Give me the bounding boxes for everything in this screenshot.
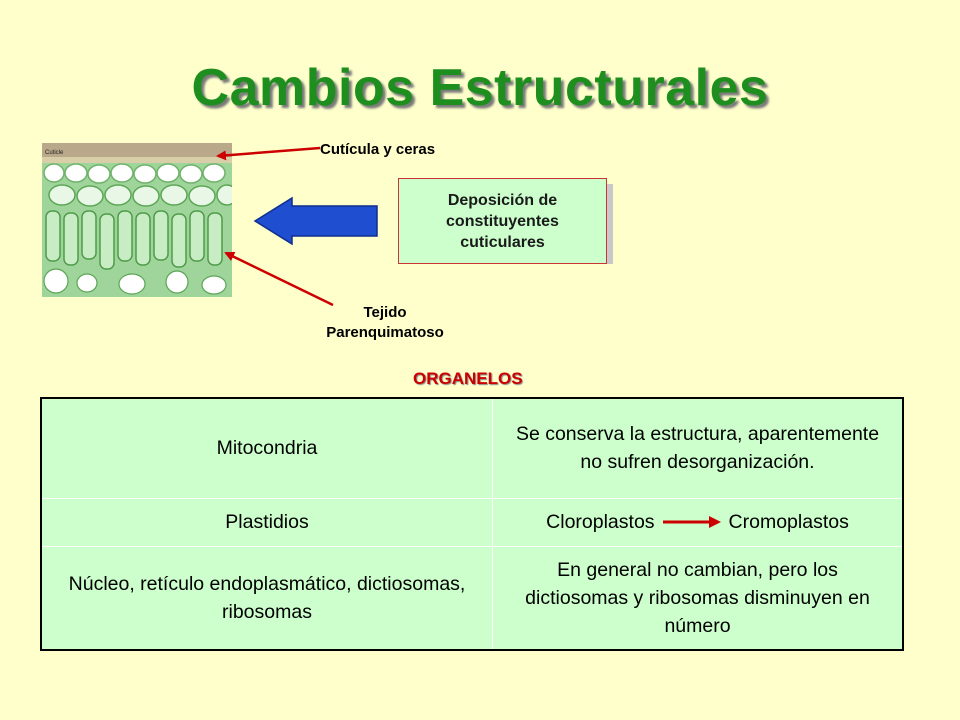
change-from: Cloroplastos	[546, 511, 655, 533]
cuticle-pointer-arrow	[216, 146, 321, 161]
cuticle-label: Cutícula y ceras	[320, 141, 436, 158]
organelles-table: Mitocondria Se conserva la estructura, a…	[40, 397, 904, 651]
change-cell: En general no cambian, pero los dictioso…	[492, 545, 904, 651]
organelle-cell: Núcleo, retículo endoplasmático, dictios…	[40, 545, 493, 651]
organelle-cell: Plastidios	[40, 497, 493, 547]
cuticle-image-label: Cuticle	[45, 150, 64, 156]
organelle-cell: Mitocondria	[40, 397, 493, 499]
deposition-arrow-icon	[253, 196, 378, 246]
change-cell: Se conserva la estructura, aparentemente…	[492, 397, 904, 499]
table-row: Plastidios Cloroplastos Cromoplastos	[40, 497, 904, 547]
organelles-heading: ORGANELOS	[413, 369, 523, 388]
change-cell: Cloroplastos Cromoplastos	[492, 497, 904, 547]
tissue-micrograph: Cuticle	[42, 143, 232, 297]
change-to: Cromoplastos	[728, 511, 849, 533]
table-row: Mitocondria Se conserva la estructura, a…	[40, 397, 904, 499]
table-row: Núcleo, retículo endoplasmático, dictios…	[40, 545, 904, 651]
page-title: Cambios Estructurales	[191, 59, 769, 117]
deposition-line2: constituyentes	[446, 212, 559, 230]
deposition-line3: cuticulares	[460, 233, 545, 251]
deposition-box: Deposición de constituyentes cuticulares	[398, 178, 607, 264]
transition-arrow-icon	[662, 516, 721, 528]
tissue-label: Tejido Parenquimatoso	[300, 303, 470, 343]
tissue-pointer-arrow	[224, 251, 334, 307]
tissue-label-line1: Tejido	[363, 304, 407, 321]
deposition-line1: Deposición de	[447, 191, 558, 209]
tissue-label-line2: Parenquimatoso	[326, 324, 444, 341]
